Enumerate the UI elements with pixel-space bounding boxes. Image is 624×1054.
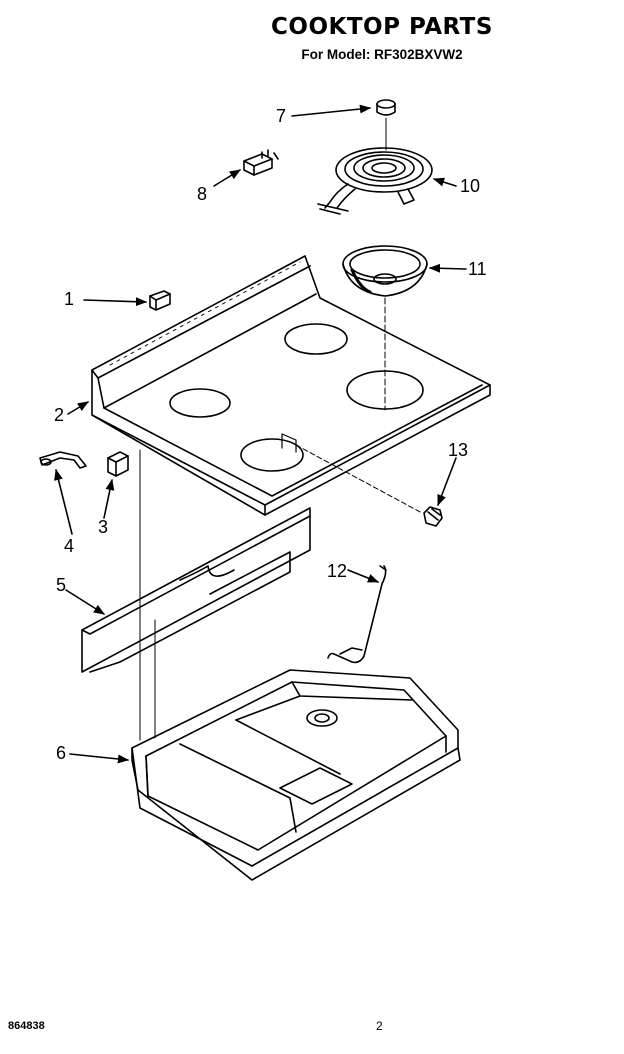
part-10-surface-element xyxy=(318,148,432,214)
model-subtitle: For Model: RF302BXVW2 xyxy=(0,47,624,62)
leader-line-3 xyxy=(104,478,115,518)
callout-13: 13 xyxy=(448,440,469,460)
callout-4: 4 xyxy=(64,536,75,556)
callout-3: 3 xyxy=(98,517,109,537)
page-number: 2 xyxy=(376,1019,383,1033)
leader-line-5 xyxy=(66,590,105,614)
callout-11: 11 xyxy=(468,259,487,279)
leader-line-2 xyxy=(68,402,89,414)
callout-1: 1 xyxy=(64,289,75,309)
dashed-leader-13 xyxy=(296,445,422,513)
part-4-bracket xyxy=(40,452,86,468)
part-7-cap xyxy=(377,100,395,115)
leader-line-1 xyxy=(84,297,148,307)
part-8-terminal-block xyxy=(244,150,278,175)
callout-7: 7 xyxy=(276,106,287,126)
callout-5: 5 xyxy=(56,575,67,595)
leader-line-11 xyxy=(428,263,466,273)
part-13-screw xyxy=(424,507,442,526)
part-12-rod xyxy=(328,566,386,662)
document-number: 864838 xyxy=(8,1020,45,1032)
leader-line-12 xyxy=(348,570,380,582)
part-1-clip xyxy=(150,291,170,310)
leader-line-13 xyxy=(438,458,456,507)
callout-10: 10 xyxy=(460,176,481,196)
part-2-cooktop xyxy=(92,256,490,515)
leader-line-6 xyxy=(70,754,130,764)
callout-6: 6 xyxy=(56,743,67,763)
callout-8: 8 xyxy=(197,184,208,204)
part-3-spacer xyxy=(108,452,128,476)
leader-line-4 xyxy=(54,468,72,534)
leader-line-7 xyxy=(292,104,372,116)
part-11-drip-bowl xyxy=(343,246,427,296)
leader-line-8 xyxy=(214,170,241,186)
callout-2: 2 xyxy=(54,405,65,425)
page-title-text: COOKTOP PARTS xyxy=(271,14,493,40)
part-6-burner-box xyxy=(132,670,460,880)
leader-line-10 xyxy=(432,177,456,186)
part-5-rear-panel xyxy=(82,508,310,672)
callout-12: 12 xyxy=(327,561,348,581)
model-subtitle-text: For Model: RF302BXVW2 xyxy=(301,47,463,62)
page-title: COOKTOP PARTS xyxy=(0,14,624,40)
